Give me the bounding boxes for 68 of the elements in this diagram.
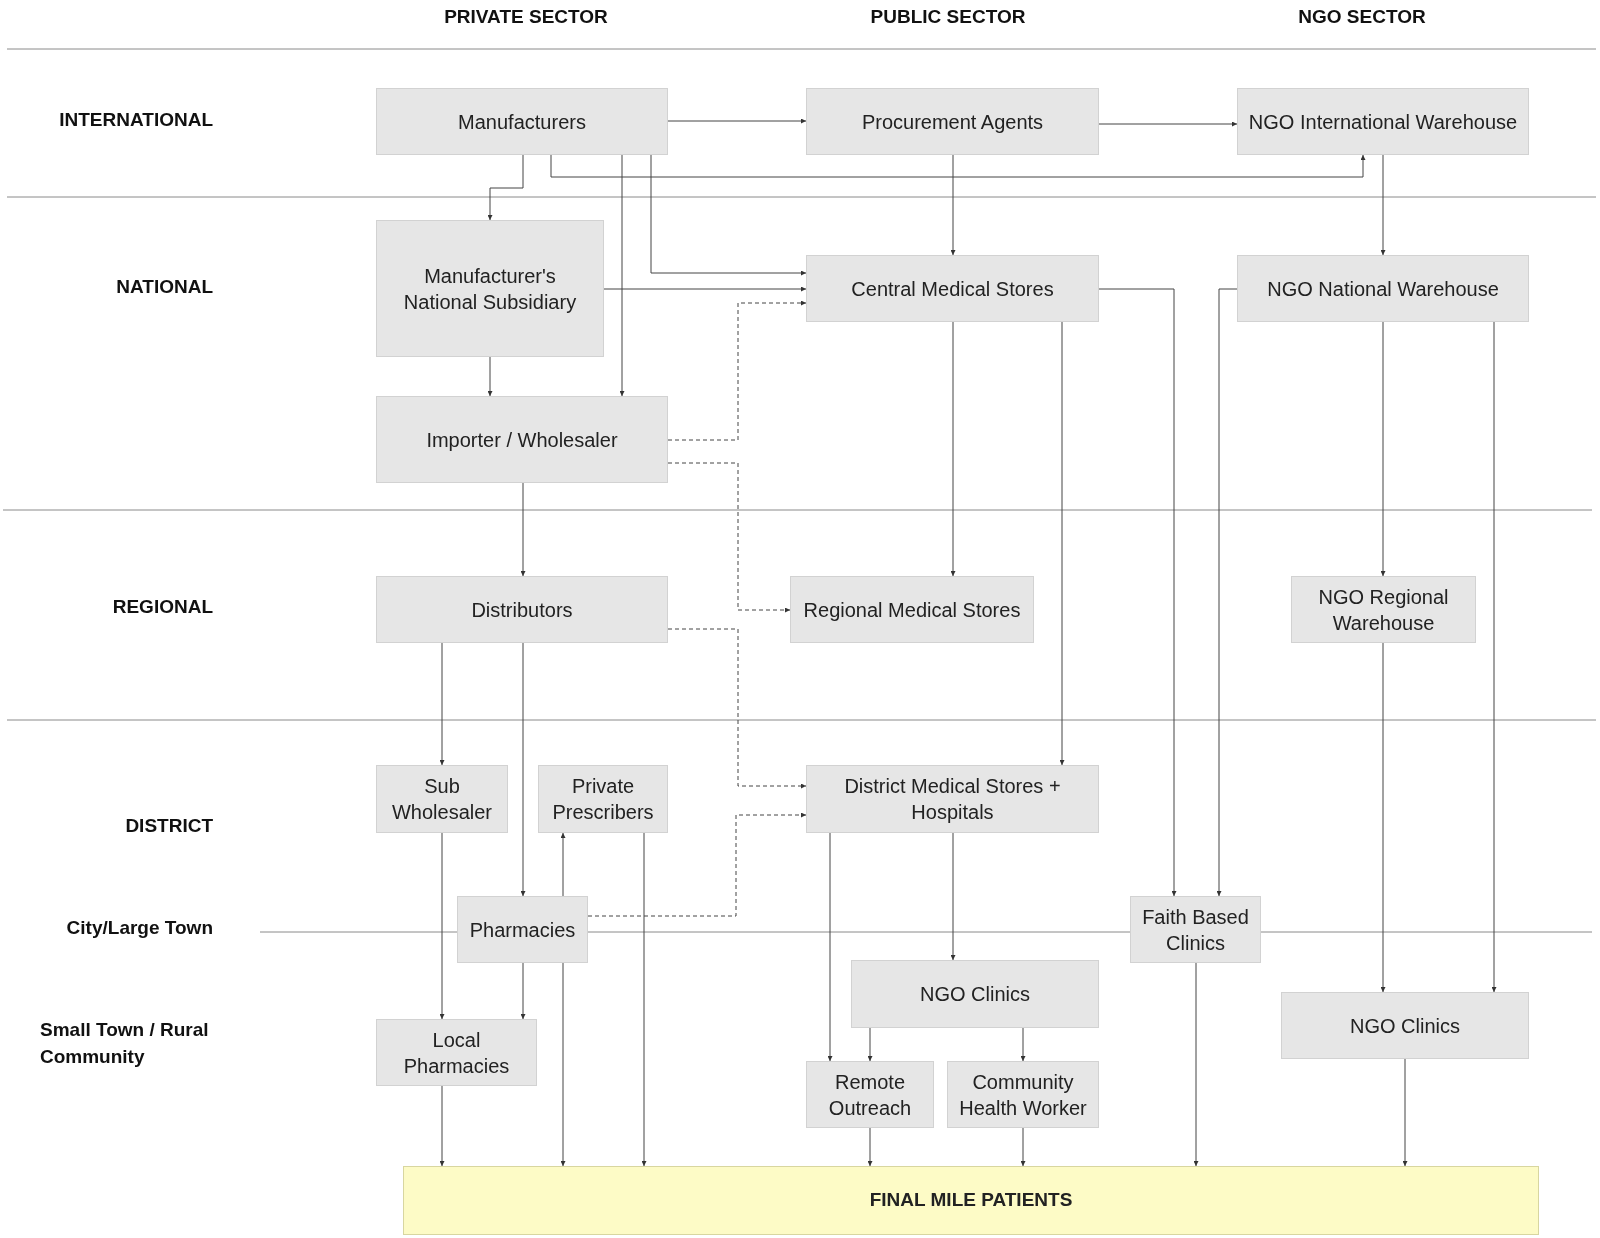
process-box: Manufacturer's National Subsidiary: [376, 220, 604, 357]
arrow: [667, 628, 807, 789]
arrow: [650, 154, 807, 276]
arrow: [520, 482, 526, 577]
column-header: PRIVATE SECTOR: [443, 5, 609, 29]
arrow: [1380, 154, 1386, 256]
arrow: [1402, 1058, 1408, 1167]
process-box: District Medical Stores + Hospitals: [806, 765, 1099, 833]
column-header: PUBLIC SECTOR: [869, 5, 1027, 29]
process-box: Importer / Wholesaler: [376, 396, 668, 483]
process-box: NGO Regional Warehouse: [1291, 576, 1476, 643]
process-box: Community Health Worker: [947, 1061, 1099, 1128]
arrow: [487, 154, 524, 221]
process-box: Faith Based Clinics: [1130, 896, 1261, 963]
arrow: [487, 356, 493, 397]
process-box: Central Medical Stores: [806, 255, 1099, 322]
row-label: DISTRICT: [124, 814, 213, 838]
process-box: Private Prescribers: [538, 765, 668, 833]
process-box: NGO National Warehouse: [1237, 255, 1529, 322]
row-label: INTERNATIONAL: [58, 108, 213, 132]
arrow: [950, 154, 956, 256]
arrow: [1098, 121, 1238, 127]
column-header: NGO SECTOR: [1297, 5, 1427, 29]
arrow: [520, 962, 526, 1020]
process-box: Distributors: [376, 576, 668, 643]
arrow: [667, 300, 807, 441]
arrow: [520, 642, 526, 897]
arrow: [827, 832, 833, 1062]
arrow: [1098, 288, 1177, 897]
process-box: Manufacturers: [376, 88, 668, 155]
arrow: [587, 812, 807, 917]
row-label: NATIONAL: [115, 275, 213, 299]
arrow: [667, 462, 791, 613]
process-box: Pharmacies: [457, 896, 588, 963]
arrow: [1491, 321, 1497, 993]
process-box: Regional Medical Stores: [790, 576, 1034, 643]
row-label: REGIONAL: [111, 595, 213, 619]
arrow: [950, 832, 956, 961]
arrow: [1059, 321, 1065, 766]
process-box: Local Pharmacies: [376, 1019, 537, 1086]
arrow: [867, 1027, 873, 1062]
arrow: [1193, 962, 1199, 1167]
arrow: [560, 832, 566, 897]
process-box: Procurement Agents: [806, 88, 1099, 155]
row-label: Small Town / Rural Community: [40, 1018, 210, 1069]
arrow: [867, 1127, 873, 1167]
arrow: [550, 154, 1366, 178]
process-box: Remote Outreach: [806, 1061, 934, 1128]
process-box: NGO International Warehouse: [1237, 88, 1529, 155]
arrow: [439, 642, 445, 766]
arrow: [439, 1085, 445, 1167]
destination-box: FINAL MILE PATIENTS: [403, 1166, 1539, 1235]
arrow: [619, 154, 625, 397]
arrow: [641, 832, 647, 1167]
arrow: [603, 286, 807, 292]
process-box: NGO Clinics: [851, 960, 1099, 1028]
arrow: [1020, 1127, 1026, 1167]
process-box: NGO Clinics: [1281, 992, 1529, 1059]
row-label: City/Large Town: [65, 916, 213, 940]
arrow: [560, 962, 566, 1167]
arrow: [950, 321, 956, 577]
arrow: [1216, 288, 1238, 897]
arrow: [1020, 1027, 1026, 1062]
arrow: [439, 832, 445, 1020]
process-box: Sub Wholesaler: [376, 765, 508, 833]
arrow: [1380, 642, 1386, 993]
arrow: [1380, 321, 1386, 577]
arrow: [667, 118, 807, 124]
